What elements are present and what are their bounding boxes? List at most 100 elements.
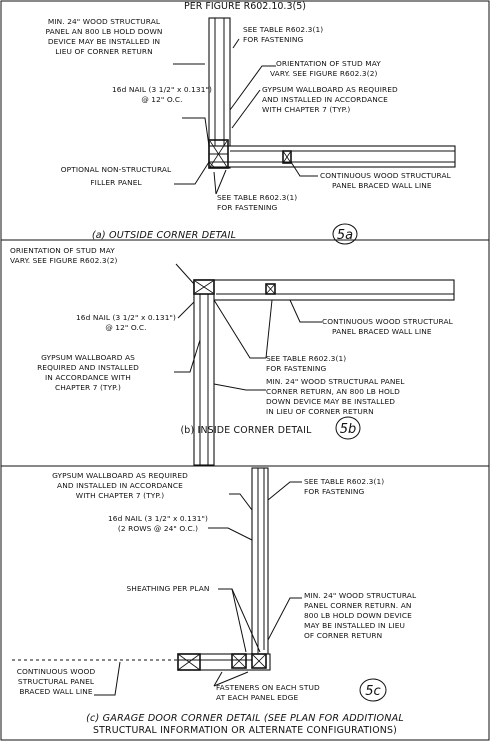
- svg-text:SEE TABLE R602.3(1): SEE TABLE R602.3(1): [304, 477, 384, 486]
- svg-text:(2 ROWS @ 24" O.C.): (2 ROWS @ 24" O.C.): [118, 524, 198, 533]
- svg-text:PANEL AN 800 LB HOLD DOWN: PANEL AN 800 LB HOLD DOWN: [45, 27, 162, 36]
- detail-a-horizontal-wall: [208, 145, 456, 168]
- detail-b-note-orientation: ORIENTATION OF STUD MAY VARY. SEE FIGURE…: [10, 246, 117, 265]
- svg-text:FASTENERS ON EACH STUD: FASTENERS ON EACH STUD: [216, 683, 320, 692]
- svg-text:MAY BE INSTALLED IN LIEU: MAY BE INSTALLED IN LIEU: [304, 621, 405, 630]
- detail-c-caption-line-1: (c) GARAGE DOOR CORNER DETAIL (SEE PLAN …: [86, 713, 404, 724]
- svg-text:VARY. SEE FIGURE R602.3(2): VARY. SEE FIGURE R602.3(2): [10, 256, 117, 265]
- detail-a-note-see-table-top: SEE TABLE R602.3(1) FOR FASTENING: [243, 25, 323, 44]
- detail-c-note-gypsum: GYPSUM WALLBOARD AS REQUIRED AND INSTALL…: [52, 471, 188, 500]
- detail-c-end-block: [177, 653, 201, 671]
- svg-text:FOR FASTENING: FOR FASTENING: [217, 203, 277, 212]
- svg-text:SEE TABLE R602.3(1): SEE TABLE R602.3(1): [217, 193, 297, 202]
- svg-text:CORNER RETURN, AN 800 LB HOLD: CORNER RETURN, AN 800 LB HOLD: [266, 387, 400, 396]
- svg-text:PANEL CORNER RETURN. AN: PANEL CORNER RETURN. AN: [304, 601, 411, 610]
- detail-c-caption-line-2: STRUCTURAL INFORMATION OR ALTERNATE CONF…: [93, 725, 397, 736]
- detail-b-leaders: [174, 263, 322, 391]
- svg-text:REQUIRED AND INSTALLED: REQUIRED AND INSTALLED: [37, 363, 139, 372]
- svg-text:PANEL BRACED WALL LINE: PANEL BRACED WALL LINE: [332, 327, 432, 336]
- svg-text:IN LIEU OF CORNER RETURN: IN LIEU OF CORNER RETURN: [266, 407, 374, 416]
- detail-a-tag: 5a: [337, 228, 353, 243]
- svg-text:WITH CHAPTER 7 (TYP.): WITH CHAPTER 7 (TYP.): [76, 491, 164, 500]
- detail-c-leaders: [94, 481, 302, 696]
- detail-b-note-see-table: SEE TABLE R602.3(1) FOR FASTENING: [266, 354, 346, 373]
- detail-a-note-orientation: ORIENTATION OF STUD MAY VARY. SEE FIGURE…: [270, 59, 381, 78]
- svg-text:CONTINUOUS WOOD STRUCTURAL: CONTINUOUS WOOD STRUCTURAL: [322, 317, 454, 326]
- detail-c-note-fasteners: FASTENERS ON EACH STUD AT EACH PANEL EDG…: [216, 683, 320, 702]
- detail-b-drawing: [193, 279, 455, 466]
- svg-text:FOR FASTENING: FOR FASTENING: [304, 487, 364, 496]
- detail-c-drawing: [12, 467, 271, 671]
- detail-b-wall-stud: [265, 283, 276, 295]
- detail-a-note-continuous: CONTINUOUS WOOD STRUCTURAL PANEL BRACED …: [320, 171, 452, 190]
- svg-text:AT EACH PANEL EDGE: AT EACH PANEL EDGE: [216, 693, 298, 702]
- svg-text:CONTINUOUS WOOD: CONTINUOUS WOOD: [17, 667, 96, 676]
- svg-text:ORIENTATION OF STUD MAY: ORIENTATION OF STUD MAY: [276, 59, 381, 68]
- svg-text:FOR FASTENING: FOR FASTENING: [266, 364, 326, 373]
- svg-text:SEE TABLE R602.3(1): SEE TABLE R602.3(1): [243, 25, 323, 34]
- detail-a-note-see-table-bottom: SEE TABLE R602.3(1) FOR FASTENING: [217, 193, 297, 212]
- detail-b-caption: (b) INSIDE CORNER DETAIL: [180, 425, 312, 436]
- detail-c-stud-2: [231, 653, 247, 669]
- detail-a-tag-circle: [332, 223, 358, 245]
- figure-header: PER FIGURE R602.10.3(5): [184, 1, 306, 12]
- detail-a-wall-stud: [282, 150, 292, 164]
- svg-text:MIN. 24" WOOD STRUCTURAL PANEL: MIN. 24" WOOD STRUCTURAL PANEL: [266, 377, 405, 386]
- svg-text:CONTINUOUS WOOD STRUCTURAL: CONTINUOUS WOOD STRUCTURAL: [320, 171, 452, 180]
- detail-c-note-see-table: SEE TABLE R602.3(1) FOR FASTENING: [304, 477, 384, 496]
- detail-c-note-sheathing: SHEATHING PER PLAN: [127, 584, 210, 593]
- svg-text:800 LB HOLD DOWN DEVICE: 800 LB HOLD DOWN DEVICE: [304, 611, 412, 620]
- detail-a-note-min-panel: MIN. 24" WOOD STRUCTURAL PANEL AN 800 LB…: [45, 17, 162, 56]
- detail-a-drawing: [208, 17, 456, 169]
- svg-text:DOWN DEVICE MAY BE INSTALLED: DOWN DEVICE MAY BE INSTALLED: [266, 397, 395, 406]
- svg-text:IN ACCORDANCE WITH: IN ACCORDANCE WITH: [45, 373, 131, 382]
- svg-text:GYPSUM WALLBOARD AS REQUIRED: GYPSUM WALLBOARD AS REQUIRED: [52, 471, 188, 480]
- detail-b-note-continuous: CONTINUOUS WOOD STRUCTURAL PANEL BRACED …: [322, 317, 454, 336]
- detail-b-note-min-panel: MIN. 24" WOOD STRUCTURAL PANEL CORNER RE…: [266, 377, 405, 416]
- detail-b-note-nail: 16d NAIL (3 1/2" x 0.131") @ 12" O.C.: [76, 313, 176, 332]
- detail-c-vertical-wall: [251, 467, 269, 669]
- svg-text:16d NAIL (3 1/2" x 0.131"): 16d NAIL (3 1/2" x 0.131"): [76, 313, 176, 322]
- svg-text:@ 12" O.C.: @ 12" O.C.: [105, 323, 146, 332]
- detail-c-note-continuous: CONTINUOUS WOOD STRUCTURAL PANEL BRACED …: [17, 667, 96, 696]
- detail-b-corner-studs: [193, 279, 215, 295]
- detail-a-note-nail: 16d NAIL (3 1/2" x 0.131") @ 12" O.C.: [112, 85, 212, 104]
- svg-text:AND INSTALLED IN ACCORDANCE: AND INSTALLED IN ACCORDANCE: [57, 481, 183, 490]
- svg-text:VARY. SEE FIGURE R602.3(2): VARY. SEE FIGURE R602.3(2): [270, 69, 377, 78]
- svg-text:OPTIONAL NON-STRUCTURAL: OPTIONAL NON-STRUCTURAL: [61, 165, 172, 174]
- svg-text:ORIENTATION OF STUD MAY: ORIENTATION OF STUD MAY: [10, 246, 115, 255]
- svg-text:MIN. 24" WOOD STRUCTURAL: MIN. 24" WOOD STRUCTURAL: [48, 17, 161, 26]
- svg-text:OF CORNER RETURN: OF CORNER RETURN: [304, 631, 382, 640]
- svg-text:16d NAIL (3 1/2" x 0.131"): 16d NAIL (3 1/2" x 0.131"): [108, 514, 208, 523]
- detail-b-vertical-wall: [193, 279, 215, 466]
- detail-b-tag-circle: [335, 416, 361, 440]
- svg-text:CHAPTER 7 (TYP.): CHAPTER 7 (TYP.): [55, 383, 121, 392]
- svg-text:GYPSUM WALLBOARD AS REQUIRED: GYPSUM WALLBOARD AS REQUIRED: [262, 85, 398, 94]
- svg-text:WITH CHAPTER 7 (TYP.): WITH CHAPTER 7 (TYP.): [262, 105, 350, 114]
- svg-text:LIEU OF CORNER RETURN: LIEU OF CORNER RETURN: [55, 47, 152, 56]
- detail-a-leaders: [173, 38, 318, 195]
- detail-c-note-nail: 16d NAIL (3 1/2" x 0.131") (2 ROWS @ 24"…: [108, 514, 208, 533]
- svg-text:SEE TABLE R602.3(1): SEE TABLE R602.3(1): [266, 354, 346, 363]
- detail-c-tag: 5c: [365, 684, 380, 699]
- svg-text:@ 12" O.C.: @ 12" O.C.: [141, 95, 182, 104]
- svg-text:FOR FASTENING: FOR FASTENING: [243, 35, 303, 44]
- svg-text:MIN. 24" WOOD STRUCTURAL: MIN. 24" WOOD STRUCTURAL: [304, 591, 417, 600]
- svg-text:BRACED WALL LINE: BRACED WALL LINE: [19, 687, 93, 696]
- detail-b-note-gypsum: GYPSUM WALLBOARD AS REQUIRED AND INSTALL…: [37, 353, 139, 392]
- detail-c-note-min-panel: MIN. 24" WOOD STRUCTURAL PANEL CORNER RE…: [304, 591, 417, 640]
- detail-c-stud-1: [251, 653, 267, 669]
- detail-b-horizontal-wall: [193, 279, 455, 301]
- svg-text:AND INSTALLED IN ACCORDANCE: AND INSTALLED IN ACCORDANCE: [262, 95, 388, 104]
- svg-text:GYPSUM WALLBOARD AS: GYPSUM WALLBOARD AS: [41, 353, 135, 362]
- svg-text:SHEATHING PER PLAN: SHEATHING PER PLAN: [127, 584, 210, 593]
- detail-a-caption: (a) OUTSIDE CORNER DETAIL: [92, 230, 236, 241]
- detail-a-note-gypsum: GYPSUM WALLBOARD AS REQUIRED AND INSTALL…: [262, 85, 398, 114]
- detail-b-tag: 5b: [340, 422, 357, 437]
- detail-a-note-filler: OPTIONAL NON-STRUCTURAL FILLER PANEL: [61, 165, 172, 187]
- detail-c-tag-circle: [359, 678, 387, 702]
- svg-text:16d NAIL (3 1/2" x 0.131"): 16d NAIL (3 1/2" x 0.131"): [112, 85, 212, 94]
- svg-text:FILLER PANEL: FILLER PANEL: [90, 178, 142, 187]
